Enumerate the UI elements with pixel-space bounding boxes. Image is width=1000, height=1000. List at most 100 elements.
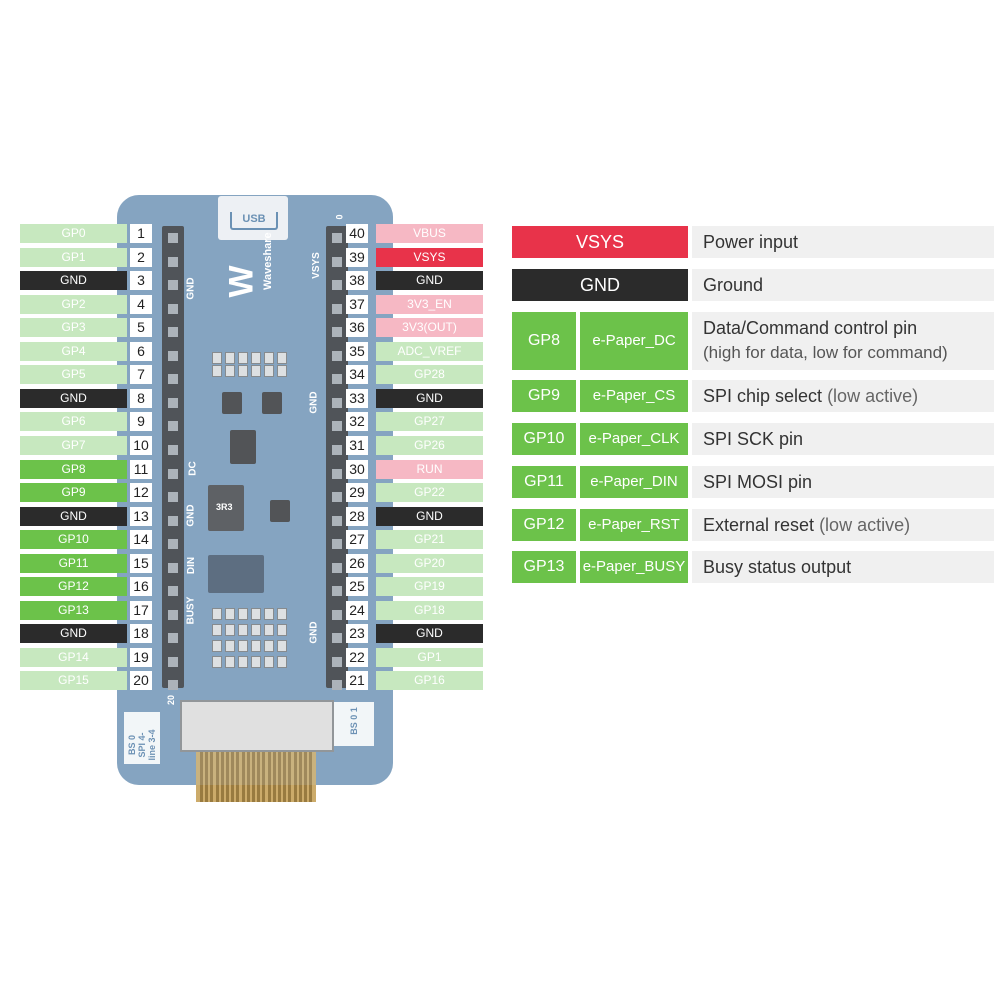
- legend-description: Ground: [692, 269, 994, 301]
- pin-number-right: 33: [346, 388, 368, 408]
- pin-number-right: 26: [346, 553, 368, 573]
- legend-description-text: External reset: [703, 515, 815, 535]
- pin-label-left: GP7: [20, 435, 127, 455]
- pin-label-right: GND: [376, 388, 483, 408]
- header-pin: [168, 492, 178, 503]
- pin-label-left: GP12: [20, 577, 127, 597]
- ribbon-trace: [252, 752, 255, 802]
- pin-label-right: GND: [376, 271, 483, 291]
- header-pin: [332, 327, 342, 338]
- legend-pin-cell: GP12: [512, 509, 576, 541]
- pin-label-left: GP3: [20, 318, 127, 338]
- smd-pad: [238, 624, 248, 636]
- diode-array: [208, 555, 264, 593]
- smd-pad: [212, 656, 222, 668]
- header-pin: [168, 515, 178, 526]
- pin-number-right: 39: [346, 247, 368, 267]
- smd-pad: [264, 352, 274, 364]
- header-pin: [168, 609, 178, 620]
- pin-label-left: GP0: [20, 224, 127, 243]
- smd-pad: [277, 624, 287, 636]
- pin-number-left: 4: [130, 294, 152, 314]
- ribbon-trace: [267, 752, 271, 802]
- bs-switch-right: BS 0 1: [334, 702, 374, 746]
- transistor-3: [270, 500, 290, 522]
- legend-description: SPI chip select (low active): [692, 380, 994, 412]
- pin-label-left: GP6: [20, 412, 127, 432]
- smd-pad: [238, 608, 248, 620]
- header-right: [326, 226, 348, 691]
- smd-pad: [251, 624, 261, 636]
- smd-pad: [212, 640, 222, 652]
- ribbon-trace: [246, 752, 250, 802]
- pin-label-right: VBUS: [376, 224, 483, 243]
- pin-label-left: GND: [20, 506, 127, 526]
- header-pin: [332, 280, 342, 291]
- pin-label-right: GP22: [376, 483, 483, 503]
- pin-label-left: GP8: [20, 459, 127, 479]
- pin-label-left: GND: [20, 624, 127, 644]
- fpc-ribbon: [196, 752, 316, 802]
- legend-description: Data/Command control pin(high for data, …: [692, 312, 994, 370]
- pin-number-left: 15: [130, 553, 152, 573]
- fpc-connector: [180, 700, 334, 752]
- smd-pad: [277, 608, 287, 620]
- ribbon-trace: [231, 752, 235, 802]
- pin-label-right: GP16: [376, 671, 483, 691]
- pin-label-right: GND: [376, 624, 483, 644]
- ribbon-trace: [288, 752, 292, 802]
- header-left: [162, 226, 184, 691]
- smd-pad: [251, 608, 261, 620]
- smd-pad: [238, 365, 248, 377]
- legend-description: Busy status output: [692, 551, 994, 583]
- ribbon-trace: [205, 752, 209, 802]
- smd-pad: [251, 352, 261, 364]
- header-pin: [332, 350, 342, 361]
- legend-pin-cell: GP8: [512, 312, 576, 370]
- smd-pad: [277, 640, 287, 652]
- legend-pin-cell: GP11: [512, 466, 576, 498]
- header-pin: [168, 468, 178, 479]
- pin-number-right: 32: [346, 412, 368, 432]
- header-pin: [332, 492, 342, 503]
- pin-number-left: 6: [130, 341, 152, 361]
- legend-pin-cell: GND: [512, 269, 688, 301]
- legend-description: SPI MOSI pin: [692, 466, 994, 498]
- ribbon-trace: [262, 752, 266, 802]
- legend-func-cell: e-Paper_BUSY: [580, 551, 688, 583]
- header-pin: [332, 233, 342, 243]
- ribbon-trace: [272, 752, 276, 802]
- header-pin: [168, 350, 178, 361]
- smd-pad: [264, 624, 274, 636]
- pin-label-right: 3V3(OUT): [376, 318, 483, 338]
- header-pin: [332, 562, 342, 573]
- ribbon-trace: [220, 752, 224, 802]
- smd-pad: [238, 656, 248, 668]
- legend-pin-cell: GP9: [512, 380, 576, 412]
- pin-label-right: GP19: [376, 577, 483, 597]
- pin-number-left: 11: [130, 459, 152, 479]
- pin-number-left: 2: [130, 247, 152, 267]
- inductor-marking: 3R3: [216, 502, 233, 512]
- legend-func-cell: e-Paper_DC: [580, 312, 688, 370]
- smd-pad: [212, 608, 222, 620]
- smd-pad: [225, 640, 235, 652]
- header-pin: [332, 303, 342, 314]
- pin-number-right: 40: [346, 224, 368, 243]
- pin-number-left: 19: [130, 647, 152, 667]
- smd-pad: [238, 352, 248, 364]
- header-pin: [332, 468, 342, 479]
- header-pin: [332, 633, 342, 644]
- pin-label-left: GP15: [20, 671, 127, 691]
- smd-pad: [212, 352, 222, 364]
- header-pin: [332, 539, 342, 550]
- pin-number-right: 35: [346, 341, 368, 361]
- smd-pad: [225, 624, 235, 636]
- pin-number-left: 9: [130, 412, 152, 432]
- pin-number-right: 36: [346, 318, 368, 338]
- pin-label-right: GP26: [376, 435, 483, 455]
